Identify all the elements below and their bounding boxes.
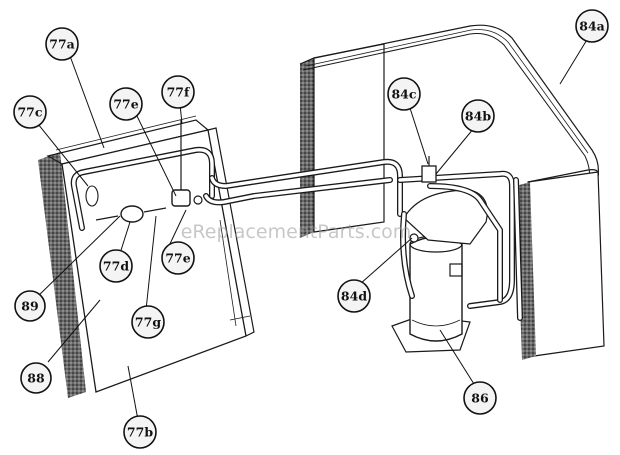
callout-label-84a: 84a — [579, 19, 605, 34]
callout-77e-bottom[interactable]: 77e — [161, 241, 195, 275]
callout-label-77f: 77f — [167, 85, 191, 100]
leader-77c — [37, 123, 89, 187]
condenser-coil-top-band — [299, 24, 599, 177]
callout-label-77a: 77a — [49, 37, 75, 52]
callout-label-84b: 84b — [465, 109, 491, 124]
leader-84d — [359, 237, 413, 285]
callout-77c[interactable]: 77c — [13, 95, 47, 129]
callout-label-86: 86 — [471, 391, 489, 406]
evaporator-side-channel — [207, 127, 255, 337]
callout-77g[interactable]: 77g — [131, 305, 165, 339]
callout-label-77e-bottom: 77e — [165, 251, 190, 266]
valve-fitting — [193, 195, 203, 205]
callout-77f[interactable]: 77f — [161, 75, 195, 109]
compressor-body — [409, 236, 463, 342]
right-components — [409, 156, 437, 243]
callout-77d[interactable]: 77d — [99, 249, 133, 283]
condenser-coil-top-band-inner — [302, 33, 591, 181]
callout-77b[interactable]: 77b — [123, 415, 157, 449]
callout-84a[interactable]: 84a — [575, 9, 609, 43]
callout-label-77d: 77d — [103, 259, 129, 274]
callout-86[interactable]: 86 — [463, 381, 497, 415]
callout-label-77g: 77g — [135, 315, 161, 330]
callout-label-77b: 77b — [127, 425, 153, 440]
leader-77e-bottom — [167, 209, 187, 249]
leader-89 — [33, 215, 121, 301]
watermark: eReplacementParts.com — [181, 221, 412, 243]
callouts: 77a 77c 77e 77f 77d 77e 77g 77b — [13, 9, 609, 449]
callout-89[interactable]: 89 — [14, 290, 46, 322]
callout-84d[interactable]: 84d — [337, 279, 371, 313]
condenser-coil-top-band-detail — [305, 29, 589, 154]
leader-84b — [435, 127, 475, 175]
service-port — [409, 233, 419, 243]
condenser-coil-back-face — [313, 43, 385, 233]
condenser-coil-back-panel — [300, 58, 314, 238]
callout-77e-top[interactable]: 77e — [109, 87, 143, 121]
compressor-base-ring — [411, 319, 461, 327]
callout-77a[interactable]: 77a — [45, 27, 79, 61]
callout-label-77e-top: 77e — [113, 97, 138, 112]
leader-88 — [47, 299, 101, 363]
leader-77a — [69, 55, 105, 149]
callout-label-84c: 84c — [391, 87, 416, 102]
compressor-assembly — [391, 189, 488, 353]
service-valve — [421, 165, 437, 183]
condenser-coil-curve — [527, 169, 599, 183]
evaporator-bracket — [229, 315, 251, 321]
callout-label-77c: 77c — [17, 105, 42, 120]
leader-84a — [559, 37, 589, 85]
compressor-terminal-box — [449, 263, 463, 277]
callout-label-89: 89 — [21, 299, 38, 314]
condenser-coil-right-face — [527, 171, 605, 357]
evaporator-channel-detail — [219, 219, 237, 327]
leader-86 — [439, 329, 475, 385]
leader-84c — [409, 107, 429, 165]
evaporator-coil-assembly — [38, 115, 255, 398]
filter-drier — [120, 205, 144, 223]
evaporator-coil-edge — [38, 152, 86, 398]
leader-lines — [33, 37, 589, 421]
callout-84b[interactable]: 84b — [461, 99, 495, 133]
leader-77g — [145, 215, 157, 311]
callout-label-84d: 84d — [341, 289, 367, 304]
sensor-bulb — [85, 185, 99, 207]
leader-77e-top — [135, 113, 177, 197]
callout-88[interactable]: 88 — [20, 362, 52, 394]
filter-drier-outlet — [143, 207, 167, 213]
evaporator-top-rail-line — [55, 115, 197, 151]
callout-84c[interactable]: 84c — [387, 77, 421, 111]
filter-drier-stub — [95, 215, 119, 221]
left-components — [85, 120, 203, 223]
callout-label-88: 88 — [27, 371, 45, 386]
refrigerant-piping — [70, 146, 523, 321]
leader-77b — [127, 365, 139, 421]
